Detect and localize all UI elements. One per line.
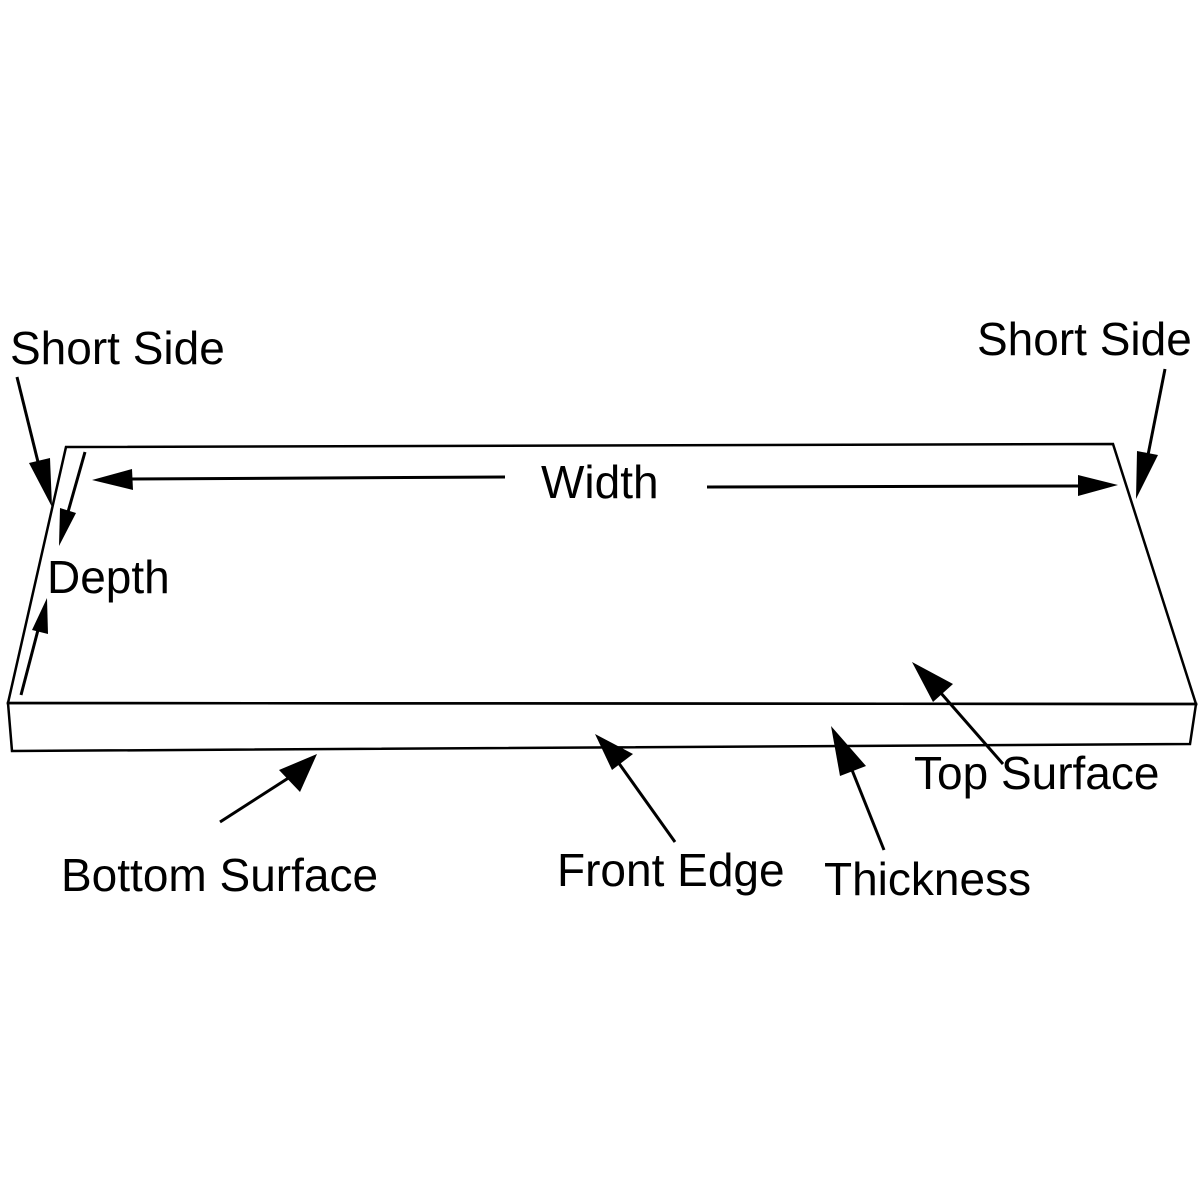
front-edge-leader <box>616 761 677 843</box>
width-label: Width <box>541 456 659 508</box>
bottom-surface-label: Bottom Surface <box>61 849 378 901</box>
short-side-left-callout: Short Side <box>10 322 225 507</box>
depth-dimension: Depth <box>19 451 170 696</box>
board-outline <box>6 442 1198 753</box>
board-front-edge-outline <box>6 701 1198 753</box>
front-edge-label: Front Edge <box>557 844 785 896</box>
top-surface-label: Top Surface <box>914 747 1159 799</box>
width-arrowhead-left <box>92 469 133 490</box>
top-surface-callout: Top Surface <box>912 662 1159 799</box>
bottom-surface-leader <box>219 775 291 824</box>
top-surface-arrowhead <box>912 662 953 702</box>
short-side-left-label: Short Side <box>10 322 225 374</box>
thickness-label: Thickness <box>824 853 1031 905</box>
depth-arrowhead-down <box>59 508 76 546</box>
thickness-arrowhead <box>831 726 866 776</box>
depth-line-top <box>66 451 87 513</box>
short-side-right-callout: Short Side <box>977 313 1192 499</box>
bottom-surface-callout: Bottom Surface <box>61 754 378 901</box>
width-line-right <box>706 484 1081 489</box>
width-arrowhead-right <box>1078 475 1118 496</box>
bottom-surface-arrowhead <box>279 754 317 792</box>
width-dimension: Width <box>92 456 1118 508</box>
width-line-left <box>129 475 506 481</box>
thickness-leader <box>850 769 886 851</box>
thickness-callout: Thickness <box>824 726 1031 905</box>
depth-line-bottom <box>19 629 40 696</box>
front-edge-callout: Front Edge <box>557 734 785 896</box>
short-side-left-arrowhead <box>29 458 52 507</box>
depth-arrowhead-up <box>32 598 48 634</box>
top-surface-leader <box>938 691 1005 765</box>
short-side-left-leader <box>15 376 40 463</box>
short-side-right-label: Short Side <box>977 313 1192 365</box>
short-side-right-leader <box>1146 368 1167 456</box>
depth-label: Depth <box>47 551 170 603</box>
front-edge-arrowhead <box>595 734 633 770</box>
short-side-right-arrowhead <box>1136 451 1158 499</box>
